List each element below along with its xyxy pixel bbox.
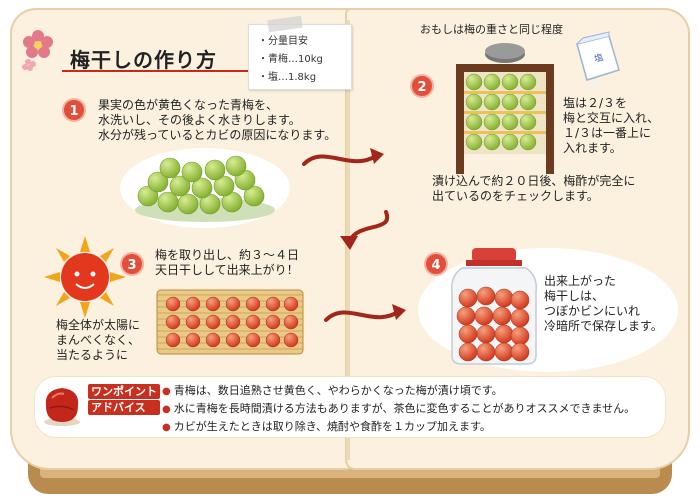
page-title: 梅干しの作り方 [70, 48, 217, 72]
salt-bag-icon: 塩 [576, 31, 620, 88]
salt-bag-label: 塩 [593, 51, 605, 65]
step-1-text: 果実の色が黄色くなった青梅を、 水洗いし、その後よく水きりします。 水分が残って… [98, 98, 337, 142]
advice-item: 水に青梅を長時間漬ける方法もありますが、茶色に変色することがありオススメできませ… [162, 400, 635, 416]
step-3-text: 梅を取り出し、約３～４日 天日干しして出来上がり！ [155, 248, 300, 277]
step-3-badge: 3 [120, 252, 144, 276]
step-2-side-text: 塩は２/３を 梅と交互に入れ、 １/３は一番上に 入れます。 [563, 96, 660, 155]
advice-item: カビが生えたときは取り除き、焼酎や食酢を１カップ加えます。 [162, 418, 491, 434]
step-4-text: 出来上がった 梅干しは、 つぼかビンにいれ 冷暗所で保存します。 [544, 274, 663, 333]
sun-note: 梅全体が太陽に まんべくなく、 当たるように [56, 318, 141, 362]
arrow-right-icon [302, 148, 384, 166]
title-underline [62, 70, 252, 72]
storage-jar [450, 248, 538, 365]
plum-flower-icon [22, 30, 53, 71]
umeboshi-icon [44, 388, 80, 426]
step-1-badge: 1 [62, 98, 86, 122]
step-2-badge: 2 [410, 74, 434, 98]
advice-item: 青梅は、数日追熟させ黄色く、やわらかくなった梅が漬け頃です。 [162, 382, 503, 398]
recipe-amount-tag: ・分量目安 ・青梅…10kg ・塩…1.8kg [248, 15, 358, 94]
drying-tray [156, 289, 304, 355]
recipe-card [248, 24, 352, 90]
recipe-item: ・青梅…10kg [258, 54, 323, 65]
advice-title: ワンポイント アドバイス [88, 384, 160, 416]
recipe-heading: ・分量目安 [258, 36, 308, 47]
green-ume-pile [135, 155, 275, 222]
sun-icon [44, 236, 126, 318]
recipe-item: ・塩…1.8kg [258, 72, 317, 83]
weight-note: おもしは梅の重さと同じ程度 [420, 23, 563, 36]
step-2-bottom-text: 漬け込んで約２０日後、梅酢が完全に 出ているのをチェックします。 [432, 174, 636, 203]
pickling-barrel [456, 43, 554, 174]
arrow-down-left-icon [340, 210, 390, 250]
arrow-right-icon [324, 304, 406, 322]
step-4-badge: 4 [424, 252, 448, 276]
